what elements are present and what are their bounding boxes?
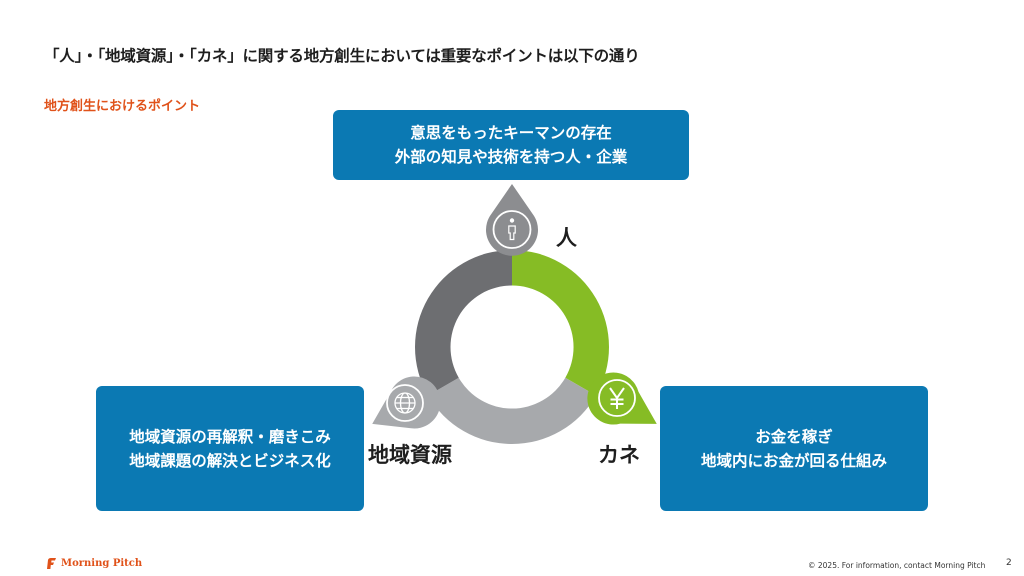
person-description-line1: 意思をもったキーマンの存在 — [410, 124, 612, 142]
money-description-line2: 地域内にお金が回る仕組み — [700, 451, 887, 470]
page-number: 2 — [1006, 558, 1012, 568]
brand-mark-icon — [47, 558, 56, 569]
resource-description-line1: 地域資源の再解釈・磨きこみ — [129, 427, 331, 446]
ring-segment-light-gray — [428, 377, 596, 444]
resource-description-box: 地域資源の再解釈・磨きこみ 地域課題の解決とビジネス化 — [96, 386, 364, 511]
person-icon — [508, 218, 516, 241]
resource-label: 地域資源 — [368, 443, 452, 467]
brand-name: Morning Pitch — [61, 558, 143, 569]
copyright-text: © 2025. For information, contact Morning… — [808, 561, 986, 570]
section-subtitle: 地方創生におけるポイント — [44, 99, 201, 114]
globe-icon — [394, 392, 416, 414]
money-label: カネ — [598, 443, 640, 467]
person-description-line2: 外部の知見や技術を持つ人・企業 — [394, 148, 628, 166]
money-description-line1: お金を稼ぎ — [755, 427, 833, 446]
brand-logo: Morning Pitch — [45, 557, 142, 570]
person-pin — [486, 184, 539, 256]
resource-pin — [372, 376, 441, 429]
money-pin — [587, 372, 657, 425]
resource-description-line2: 地域課題の解決とビジネス化 — [129, 451, 331, 470]
money-description-box: お金を稼ぎ 地域内にお金が回る仕組み — [660, 386, 928, 511]
ring-segment-green — [512, 250, 609, 396]
ring-segment-dark-gray — [415, 250, 512, 396]
person-description-box: 意思をもったキーマンの存在 外部の知見や技術を持つ人・企業 — [333, 110, 689, 180]
page-title: 「人」・「地域資源」・「カネ」に関する地方創生においては重要なポイントは以下の通… — [44, 47, 640, 65]
person-label: 人 — [556, 226, 577, 250]
yen-icon — [609, 387, 625, 409]
